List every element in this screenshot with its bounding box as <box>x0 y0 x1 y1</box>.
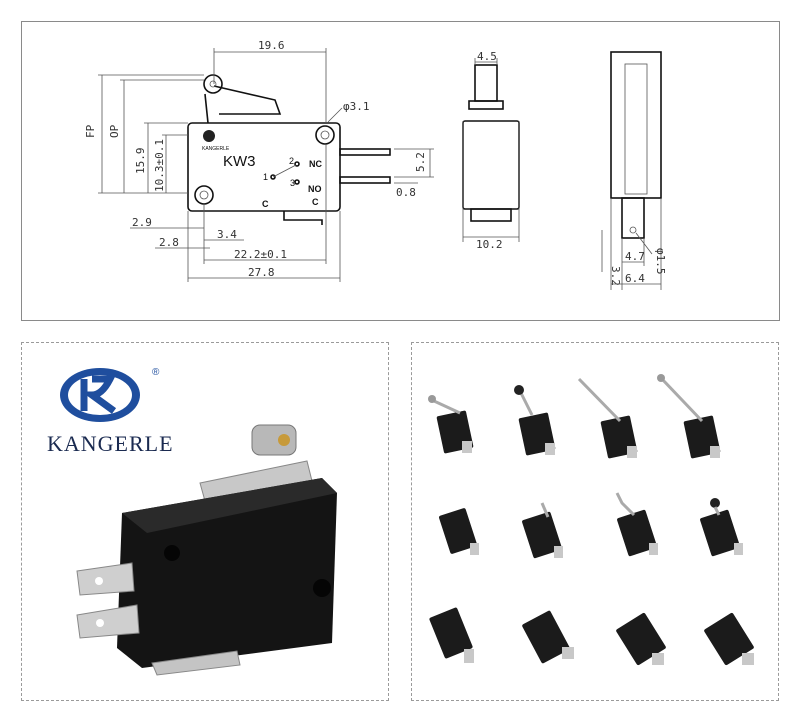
pin-c-label-left: C <box>262 199 269 209</box>
pin-c-label-right: C <box>312 197 319 207</box>
variant-short-plunger-angled <box>616 612 666 666</box>
side-view-body <box>462 120 520 210</box>
dim-lever-length: 19.6 <box>258 39 285 52</box>
switch-photo <box>76 424 337 676</box>
variant-roller-lever-small <box>700 498 743 557</box>
pin-3-label: 3 <box>290 178 295 188</box>
dim-10-3: 10.3±0.1 <box>153 139 166 192</box>
end-terminal-hole <box>629 226 637 234</box>
small-logo-text: KANGERLE <box>202 146 230 152</box>
pin-2-point <box>294 161 300 167</box>
variants-panel <box>411 342 779 701</box>
technical-drawing-panel: KANGERLE KW3 NC NO 2 1 3 C C 19.6 φ3.1 F… <box>21 21 780 321</box>
dim-0-8: 0.8 <box>396 186 416 199</box>
dim-10-2: 10.2 <box>476 238 503 251</box>
brand-name: KANGERLE <box>47 431 174 456</box>
mounting-hole-right-inner <box>320 130 330 140</box>
variant-short-roller-lever <box>428 395 474 454</box>
pin-2-label: 2 <box>289 156 294 166</box>
variant-short-lever <box>522 502 563 559</box>
mounting-hole-right <box>315 125 335 145</box>
lever-arm <box>213 85 282 115</box>
roller-icon <box>251 424 297 456</box>
pin-nc-label: NC <box>309 159 322 169</box>
dim-5-2: 5.2 <box>414 152 427 172</box>
pin-1-label: 1 <box>263 172 268 182</box>
terminal-common <box>283 211 323 225</box>
dim-3-4: 3.4 <box>217 228 237 241</box>
dim-15-9: 15.9 <box>134 148 147 175</box>
dim-end-hole: φ1.5 <box>654 248 667 275</box>
terminal-common-photo <box>151 650 241 676</box>
dim-2-8: 2.8 <box>159 236 179 249</box>
end-view-terminal <box>621 197 645 239</box>
variant-simulated-roller-lever <box>615 492 658 557</box>
model-label: KW3 <box>223 153 256 170</box>
variant-roller-lever <box>514 385 556 456</box>
dim-fp-label: FP <box>84 124 97 138</box>
variant-long-roller-lever <box>657 374 721 459</box>
roller-axle <box>209 80 217 88</box>
dim-2-9: 2.9 <box>132 216 152 229</box>
variant-short-plunger-angled-2 <box>704 612 754 666</box>
dim-6-4: 6.4 <box>625 272 645 285</box>
dim-4-7: 4.7 <box>625 250 645 263</box>
dim-22-2: 22.2±0.1 <box>234 248 287 261</box>
terminal-bottom <box>76 604 140 639</box>
dim-27-8: 27.8 <box>248 266 275 279</box>
dim-hole-dia: φ3.1 <box>343 100 370 113</box>
side-view: 10.2 4.5 <box>462 50 520 251</box>
terminal-nc <box>339 148 391 156</box>
technical-drawing: KANGERLE KW3 NC NO 2 1 3 C C 19.6 φ3.1 F… <box>84 39 667 290</box>
end-view: 3.2 4.7 6.4 φ1.5 <box>601 51 667 290</box>
terminal-no <box>339 176 391 184</box>
terminal-top <box>76 562 135 596</box>
switch-body-outline <box>187 122 341 212</box>
product-photo-panel: ® KANGERLE <box>21 342 389 701</box>
product-photo: ® KANGERLE <box>47 367 337 676</box>
side-view-lever <box>474 64 498 102</box>
registered-mark: ® <box>152 367 160 378</box>
brand-logo: ® <box>60 367 160 422</box>
variant-pin-plunger-angled <box>429 607 474 663</box>
roller-outline <box>203 74 223 94</box>
lever-support <box>204 93 209 124</box>
logo-mark-icon <box>80 375 117 414</box>
front-view: KANGERLE KW3 NC NO 2 1 3 C C 19.6 φ3.1 F… <box>84 39 434 282</box>
variant-long-lever <box>577 377 638 459</box>
variants-grid <box>428 374 754 666</box>
small-logo-icon <box>203 130 215 142</box>
end-view-body <box>610 51 662 199</box>
dim-op-label: OP <box>108 124 121 138</box>
mounting-hole-left <box>194 185 214 205</box>
dim-4-5: 4.5 <box>477 50 497 63</box>
variant-short-lever-angled <box>522 610 574 664</box>
dim-3-2: 3.2 <box>609 266 622 286</box>
mounting-hole-left-inner <box>199 190 209 200</box>
pin-3-point <box>294 179 300 185</box>
pin-no-label: NO <box>308 184 322 194</box>
pin-1-point <box>270 174 276 180</box>
switch-contact-line <box>272 164 297 178</box>
variant-pin-plunger <box>439 508 479 555</box>
